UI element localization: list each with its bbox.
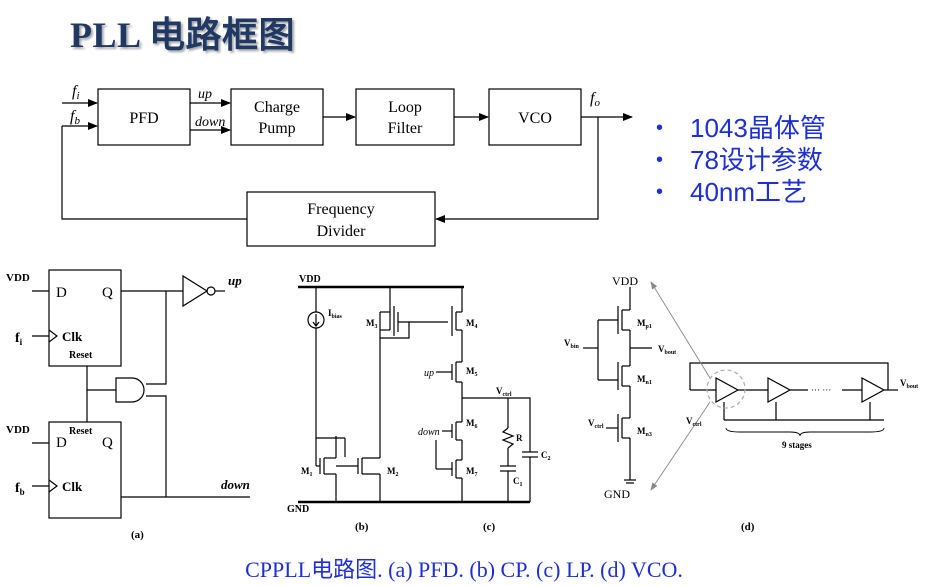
down-label: down [195,115,225,130]
block-diagram [61,88,633,247]
dff-bottom [48,421,122,519]
bullet-text: 78设计参数 [690,145,823,175]
cp-m7: M7 [466,466,478,478]
vco-vctrl: Vctrl [588,418,604,430]
pfd-block [97,88,191,146]
label-c: (c) [483,521,496,533]
pfd-fb: fb [15,481,25,497]
vco-dots: ··· ··· [811,385,831,395]
cp-vdd: VDD [299,274,321,285]
cp-m6: M6 [466,418,478,430]
cp-m3: M3 [366,318,378,330]
bullet-item: •40nm工艺 [656,177,808,207]
vco-mn1: Mn1 [637,374,652,386]
pfd-down: down [221,477,250,492]
pfd-reset1: Reset [69,350,93,361]
pfd-vdd2: VDD [6,424,30,436]
cp-up: up [424,368,434,379]
loop-label: Loop [388,99,422,116]
figure-caption: CPPLL电路图. (a) PFD. (b) CP. (c) LP. (d) V… [245,557,683,582]
cp-ibias: Ibias [328,308,343,320]
vco-mn3: Mn3 [637,426,652,438]
pfd-clk2: Clk [62,479,83,494]
cp-labels: VDD Ibias M3 M4 M5 M6 M7 M1 M2 up down V… [287,274,551,533]
vco-vdd: VDD [612,274,638,288]
inverter-stage-1 [715,376,740,404]
pfd-d1: D [56,285,67,301]
fo-label: fo [590,90,600,109]
vco-gnd: GND [604,487,630,501]
vco-vbin: Vbin [564,338,580,350]
pfd-fi: fi [15,331,23,347]
pfd-clk1: Clk [62,329,83,344]
cp-circuit [298,285,538,504]
cp-m4: M4 [466,318,478,330]
label-d: (d) [741,521,755,533]
zoom-circle [706,369,746,409]
cp-m5: M5 [466,366,478,378]
cp-down: down [418,427,440,438]
cp-c2: C2 [541,450,551,462]
vco-mp1: Mp1 [637,318,652,330]
pfd-q2: Q [102,435,113,451]
up-label: up [198,87,212,102]
vco-vbout: Vbout [658,344,676,356]
bullet-list: •1043晶体管 •78设计参数 •40nm工艺 [656,112,826,208]
block-diagram-labels: fi fb fo up down PFD Charge Pump Loop Fi… [70,83,600,240]
frequency-label: Frequency [307,201,375,218]
cp-vctrl: Vctrl [496,386,512,398]
page-title: PLL 电路框图 [70,15,296,55]
vco-circuit [583,281,898,491]
inverter [182,274,209,308]
pfd-d2: D [56,435,67,451]
vco-labels: VDD Vbin Vbout Vctrl Mp1 Mn1 Mn3 Vbout V… [564,274,918,533]
cp-gnd: GND [287,504,309,515]
cp-r: R [516,433,523,443]
bullet-text: 40nm工艺 [690,177,808,207]
vco-label: VCO [518,110,552,127]
cp-c1: C1 [513,476,523,488]
inverter-stage-9 [861,376,886,404]
divider-label: Divider [317,223,367,240]
label-b: (b) [355,521,369,533]
pfd-reset2: Reset [69,426,93,437]
bullet-text: 1043晶体管 [690,113,826,143]
vco-stages: 9 stages [782,440,812,450]
pfd-vdd1: VDD [6,272,30,284]
resistor [501,427,515,449]
vco-vctrl2: Vctrl [686,416,702,428]
inverter-stage-2 [767,376,792,404]
bullet-item: •78设计参数 [656,145,823,175]
pfd-label: PFD [129,110,158,127]
dff-top [48,269,122,367]
pump-label: Pump [258,120,295,137]
pfd-up: up [228,273,242,288]
and-gate [115,377,145,403]
vco-vout: Vbout [900,378,918,390]
fb-label: fb [70,108,80,127]
charge-label: Charge [254,99,300,116]
filter-label: Filter [388,120,423,137]
cp-m2: M2 [387,466,399,478]
pfd-labels: VDD D Q fi Clk Reset VDD D Reset Q fb Cl… [6,272,250,541]
cp-m1: M1 [301,466,313,478]
pfd-circuit [32,269,250,519]
fi-label: fi [72,83,80,102]
pfd-q1: Q [102,285,113,301]
label-a: (a) [131,529,144,541]
bullet-item: •1043晶体管 [656,113,826,143]
